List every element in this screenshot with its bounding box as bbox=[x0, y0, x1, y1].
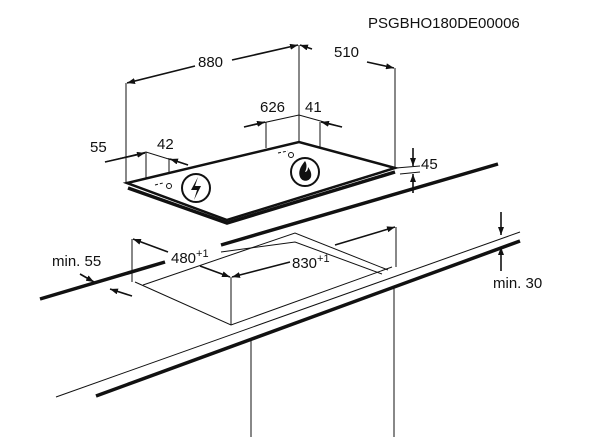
cutout-width-label: 830+1 bbox=[292, 253, 330, 272]
cutout-depth-label: 480+1 bbox=[171, 248, 209, 267]
worktop bbox=[39, 162, 521, 437]
burner-offset-y-label: 41 bbox=[305, 99, 322, 116]
electric-connection-icon bbox=[181, 173, 211, 203]
hob-width-label: 880 bbox=[198, 54, 223, 71]
min-front-distance-label: min. 55 bbox=[52, 253, 101, 270]
burner-offset-x-label: 626 bbox=[260, 99, 285, 116]
hob-height-label: 45 bbox=[421, 156, 438, 173]
hob-depth-label: 510 bbox=[334, 44, 359, 61]
connection-offset-x-label: 55 bbox=[90, 139, 107, 156]
reference-code: PSGBHO180DE00006 bbox=[368, 15, 520, 32]
gas-flame-icon bbox=[290, 157, 320, 187]
hob-plate bbox=[122, 140, 400, 225]
connection-offset-y-label: 42 bbox=[157, 136, 174, 153]
hob-dimension-lines bbox=[104, 43, 421, 193]
min-worktop-thickness-label: min. 30 bbox=[493, 275, 542, 292]
cutout bbox=[79, 212, 504, 326]
hob-extension-lines bbox=[125, 45, 396, 185]
